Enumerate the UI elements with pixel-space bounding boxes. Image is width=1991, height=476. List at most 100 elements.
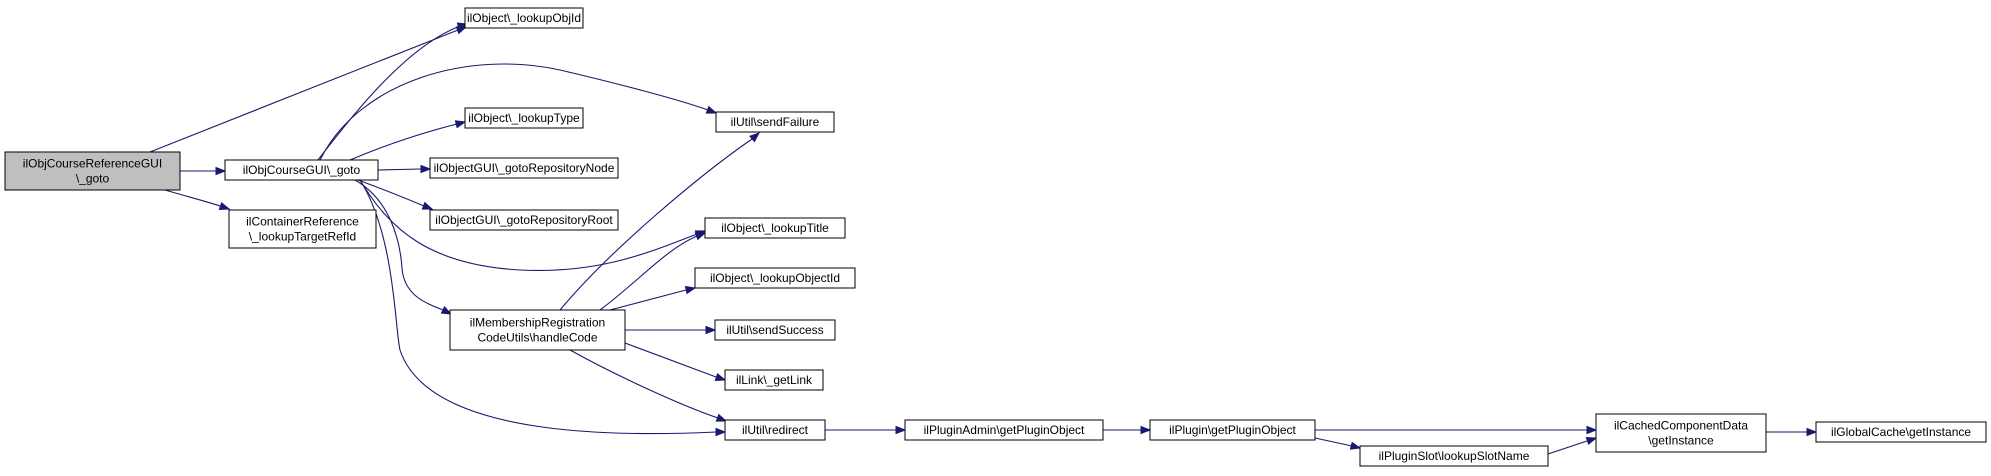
arrowhead-icon bbox=[421, 201, 434, 210]
node-label: ilObjCourseReferenceGUI bbox=[23, 157, 162, 171]
node-label: ilCachedComponentData bbox=[1614, 419, 1748, 433]
node-cached-component[interactable]: ilCachedComponentData\getInstance bbox=[1595, 413, 1767, 453]
node-label: \getInstance bbox=[1648, 434, 1714, 448]
edge-handle-code-to-get-link bbox=[624, 342, 727, 382]
edge-root-to-course-goto bbox=[180, 166, 227, 176]
arrowhead-icon bbox=[1585, 436, 1598, 446]
arrowhead-icon bbox=[440, 305, 453, 315]
node-box bbox=[1149, 419, 1316, 441]
edge-slot-lookup-to-cached-component bbox=[1547, 436, 1598, 455]
node-label: \_lookupTargetRefId bbox=[249, 230, 356, 244]
arrowhead-icon bbox=[1586, 425, 1598, 435]
node-goto-repo-node[interactable]: ilObjectGUI\_gotoRepositoryNode bbox=[429, 157, 619, 179]
edge-line bbox=[1547, 440, 1588, 455]
arrowhead-icon bbox=[215, 166, 227, 176]
edge-line bbox=[599, 235, 698, 311]
edge-line bbox=[164, 189, 221, 207]
arrowhead-icon bbox=[1349, 441, 1362, 450]
edge-line bbox=[559, 138, 753, 311]
node-label: ilObjectGUI\_gotoRepositoryRoot bbox=[435, 213, 613, 227]
node-box bbox=[694, 267, 856, 289]
node-box bbox=[904, 419, 1104, 441]
edge-line bbox=[377, 168, 422, 171]
node-label: ilObject\_lookupTitle bbox=[721, 221, 829, 235]
node-label: ilPluginAdmin\getPluginObject bbox=[924, 423, 1085, 437]
node-plugin-admin[interactable]: ilPluginAdmin\getPluginObject bbox=[904, 419, 1104, 441]
edge-plugin-get-to-slot-lookup bbox=[1314, 437, 1362, 450]
edge-course-goto-to-goto-repo-root bbox=[357, 179, 434, 210]
node-plugin-get[interactable]: ilPlugin\getPluginObject bbox=[1149, 419, 1316, 441]
edge-root-to-lookup-obj-id bbox=[149, 26, 468, 153]
node-lookup-object-id[interactable]: ilObject\_lookupObjectId bbox=[694, 267, 856, 289]
arrowhead-icon bbox=[694, 232, 707, 241]
node-label: ilUtil\redirect bbox=[742, 423, 809, 437]
edge-line bbox=[624, 342, 717, 378]
edge-handle-code-to-redirect bbox=[569, 349, 728, 422]
edge-line bbox=[149, 29, 459, 153]
node-box bbox=[464, 7, 584, 29]
edge-handle-code-to-lookup-title bbox=[599, 232, 707, 311]
edge-plugin-admin-to-plugin-get bbox=[1103, 425, 1152, 435]
node-lookup-target[interactable]: ilContainerReference\_lookupTargetRefId bbox=[228, 209, 377, 249]
node-lookup-obj-id[interactable]: ilObject\_lookupObjId bbox=[464, 7, 584, 29]
node-label: ilPluginSlot\lookupSlotName bbox=[1379, 449, 1530, 463]
node-root[interactable]: ilObjCourseReferenceGUI\_goto bbox=[4, 151, 181, 191]
node-label: ilObject\_lookupType bbox=[468, 111, 580, 125]
node-box bbox=[224, 159, 379, 181]
node-lookup-type[interactable]: ilObject\_lookupType bbox=[464, 107, 584, 129]
node-box bbox=[724, 419, 826, 441]
edge-course-goto-to-send-failure bbox=[319, 63, 718, 161]
node-redirect[interactable]: ilUtil\redirect bbox=[724, 419, 826, 441]
edge-handle-code-to-lookup-object-id bbox=[609, 285, 697, 311]
node-send-success[interactable]: ilUtil\sendSuccess bbox=[714, 319, 836, 341]
node-label: ilPlugin\getPluginObject bbox=[1169, 423, 1296, 437]
node-course-goto[interactable]: ilObjCourseGUI\_goto bbox=[224, 159, 379, 181]
node-label: \_goto bbox=[76, 172, 110, 186]
edge-line bbox=[609, 289, 687, 311]
node-slot-lookup[interactable]: ilPluginSlot\lookupSlotName bbox=[1359, 445, 1549, 467]
edge-line bbox=[319, 63, 709, 161]
arrowhead-icon bbox=[218, 201, 231, 211]
edge-root-to-lookup-target bbox=[164, 189, 231, 211]
node-box bbox=[715, 111, 835, 133]
node-goto-repo-root[interactable]: ilObjectGUI\_gotoRepositoryRoot bbox=[429, 209, 619, 231]
node-label: ilContainerReference bbox=[246, 215, 359, 229]
arrowhead-icon bbox=[1140, 425, 1152, 435]
edge-course-goto-to-lookup-obj-id bbox=[317, 22, 469, 161]
node-box bbox=[1815, 421, 1987, 443]
edge-handle-code-to-send-failure bbox=[559, 132, 761, 311]
node-box bbox=[429, 157, 619, 179]
node-box bbox=[1595, 413, 1767, 453]
edge-line bbox=[1314, 437, 1353, 447]
node-send-failure[interactable]: ilUtil\sendFailure bbox=[715, 111, 835, 133]
node-global-cache[interactable]: ilGlobalCache\getInstance bbox=[1815, 421, 1987, 443]
node-get-link[interactable]: ilLink\_getLink bbox=[724, 369, 824, 391]
node-label: ilUtil\sendFailure bbox=[731, 115, 820, 129]
arrowhead-icon bbox=[895, 425, 907, 435]
node-handle-code[interactable]: ilMembershipRegistrationCodeUtils\handle… bbox=[449, 309, 626, 351]
edge-line bbox=[569, 349, 719, 419]
node-box bbox=[704, 217, 846, 239]
node-label: ilObjectGUI\_gotoRepositoryNode bbox=[434, 161, 615, 175]
node-box bbox=[4, 151, 181, 191]
node-box bbox=[449, 309, 626, 351]
node-label: CodeUtils\handleCode bbox=[477, 331, 597, 345]
node-label: ilGlobalCache\getInstance bbox=[1831, 425, 1971, 439]
arrowhead-icon bbox=[1806, 427, 1818, 437]
node-box bbox=[464, 107, 584, 129]
node-label: ilLink\_getLink bbox=[736, 373, 813, 387]
node-label: ilObject\_lookupObjectId bbox=[710, 271, 840, 285]
edge-handle-code-to-send-success bbox=[625, 325, 717, 335]
node-label: ilObjCourseGUI\_goto bbox=[243, 163, 361, 177]
arrowhead-icon bbox=[420, 164, 432, 174]
node-box bbox=[714, 319, 836, 341]
arrowhead-icon bbox=[714, 372, 727, 382]
edges-layer bbox=[149, 22, 1818, 455]
node-box bbox=[724, 369, 824, 391]
node-lookup-title[interactable]: ilObject\_lookupTitle bbox=[704, 217, 846, 239]
edge-line bbox=[317, 25, 461, 161]
arrowhead-icon bbox=[705, 105, 718, 114]
node-box bbox=[228, 209, 377, 249]
edge-course-goto-to-lookup-type bbox=[349, 120, 467, 161]
